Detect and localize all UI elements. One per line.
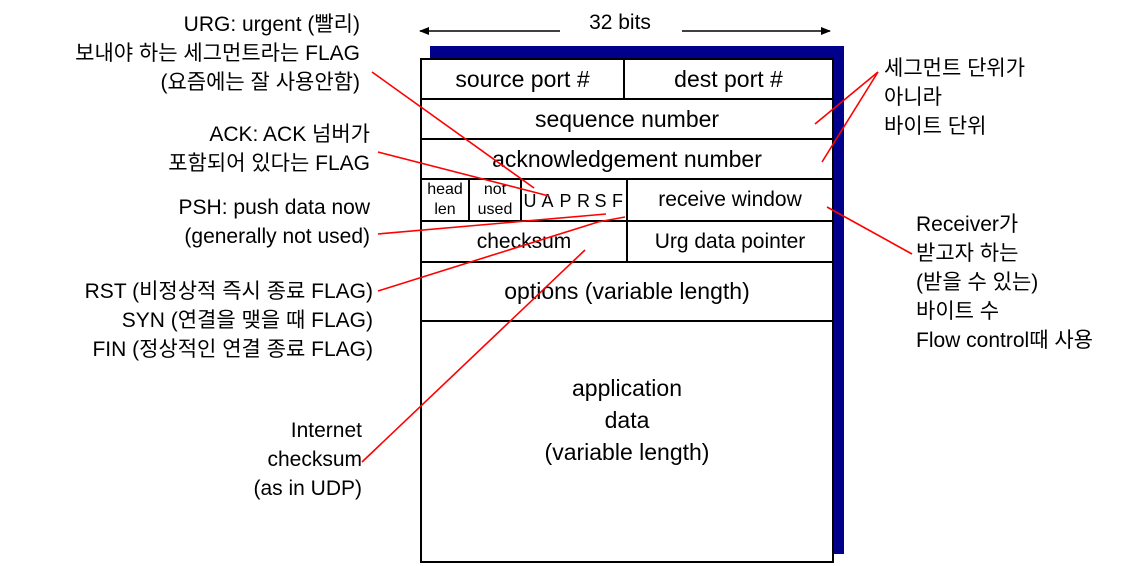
row-divider bbox=[420, 138, 834, 140]
checksum-pointer-line bbox=[361, 249, 586, 463]
annotation-line: URG: urgent (빨리) bbox=[183, 13, 360, 36]
flag-r: R bbox=[577, 190, 590, 211]
col-divider bbox=[626, 178, 628, 262]
options-field: options (variable length) bbox=[504, 278, 750, 304]
annotation-line: SYN (연결을 맺을 때 FLAG) bbox=[121, 309, 373, 332]
annotation-line: ACK: ACK 넘버가 bbox=[209, 123, 370, 146]
row-divider bbox=[420, 261, 834, 263]
annotation-line: PSH: push data now bbox=[178, 196, 370, 219]
head-len-field: head len bbox=[422, 180, 468, 220]
annotation-line: 아니라 bbox=[884, 86, 942, 109]
receive-window-field: receive window bbox=[658, 188, 802, 211]
dest-port-field: dest port # bbox=[674, 65, 783, 92]
bits-width-label: 32 bits bbox=[589, 11, 651, 34]
psh-pointer-line bbox=[377, 213, 607, 235]
annotation-line: Receiver가 bbox=[916, 213, 1019, 236]
row-divider bbox=[420, 98, 834, 100]
ack-number-field: acknowledgement number bbox=[492, 145, 762, 172]
annotation-line: RST (비정상적 즉시 종료 FLAG) bbox=[84, 280, 373, 303]
flag-u: U bbox=[523, 190, 537, 211]
rst-syn-fin-annotation: RST (비정상적 즉시 종료 FLAG) SYN (연결을 맺을 때 FLAG… bbox=[85, 277, 373, 364]
annotation-line: Flow control때 사용 bbox=[916, 329, 1093, 352]
receiver-pointer-line bbox=[826, 206, 913, 255]
annotation-line: 포함되어 있다는 FLAG bbox=[168, 152, 370, 175]
urg-annotation: URG: urgent (빨리) 보내야 하는 세그먼트라는 FLAG (요즘에… bbox=[75, 10, 360, 97]
annotation-line: Internet bbox=[290, 419, 362, 442]
annotation-line: (as in UDP) bbox=[253, 477, 362, 500]
ack-pointer-line bbox=[377, 151, 550, 197]
application-data-field: application data (variable length) bbox=[422, 370, 832, 470]
byte-unit-pointer-seq bbox=[814, 71, 879, 125]
receiver-annotation: Receiver가 받고자 하는 (받을 수 있는) 바이트 수 Flow co… bbox=[916, 210, 1093, 355]
col-divider bbox=[623, 58, 625, 100]
annotation-line: (generally not used) bbox=[184, 225, 370, 248]
col-divider bbox=[520, 178, 522, 221]
col-divider bbox=[468, 178, 470, 221]
psh-annotation: PSH: push data now (generally not used) bbox=[179, 193, 370, 251]
head-len-line: head bbox=[427, 181, 463, 198]
ack-annotation: ACK: ACK 넘버가 포함되어 있다는 FLAG bbox=[168, 120, 370, 178]
checksum-annotation: Internet checksum (as in UDP) bbox=[253, 416, 362, 503]
row-divider bbox=[420, 320, 834, 322]
annotation-line: 바이트 단위 bbox=[884, 115, 987, 138]
app-data-line: data bbox=[604, 407, 650, 433]
urg-pointer-field: Urg data pointer bbox=[654, 229, 806, 253]
annotation-line: checksum bbox=[267, 448, 362, 471]
source-port-field: source port # bbox=[455, 65, 590, 92]
annotation-line: 세그먼트 단위가 bbox=[884, 57, 1026, 80]
flag-p: P bbox=[559, 190, 572, 211]
checksum-field: checksum bbox=[476, 229, 572, 253]
annotation-line: 보내야 하는 세그먼트라는 FLAG bbox=[75, 42, 360, 65]
annotation-line: FIN (정상적인 연결 종료 FLAG) bbox=[92, 338, 373, 361]
urg-pointer-line bbox=[371, 71, 535, 189]
byte-unit-annotation: 세그먼트 단위가 아니라 바이트 단위 bbox=[884, 54, 1025, 141]
rst-syn-fin-pointer-line bbox=[377, 216, 626, 292]
tcp-segment-frame bbox=[420, 58, 834, 563]
head-len-line: len bbox=[434, 201, 456, 218]
flag-f: F bbox=[612, 190, 623, 211]
not-used-line: used bbox=[477, 201, 513, 218]
app-data-line: application bbox=[572, 375, 682, 401]
flag-s: S bbox=[594, 190, 607, 211]
annotation-line: 바이트 수 bbox=[916, 300, 1000, 323]
not-used-field: not used bbox=[470, 180, 520, 220]
sequence-number-field: sequence number bbox=[534, 105, 720, 132]
annotation-line: (요즘에는 잘 사용안함) bbox=[160, 71, 360, 94]
not-used-line: not bbox=[483, 181, 507, 198]
byte-unit-pointer-ack bbox=[821, 71, 879, 163]
annotation-line: (받을 수 있는) bbox=[916, 271, 1039, 294]
app-data-line: (variable length) bbox=[544, 439, 710, 465]
annotation-line: 받고자 하는 bbox=[916, 242, 1019, 265]
